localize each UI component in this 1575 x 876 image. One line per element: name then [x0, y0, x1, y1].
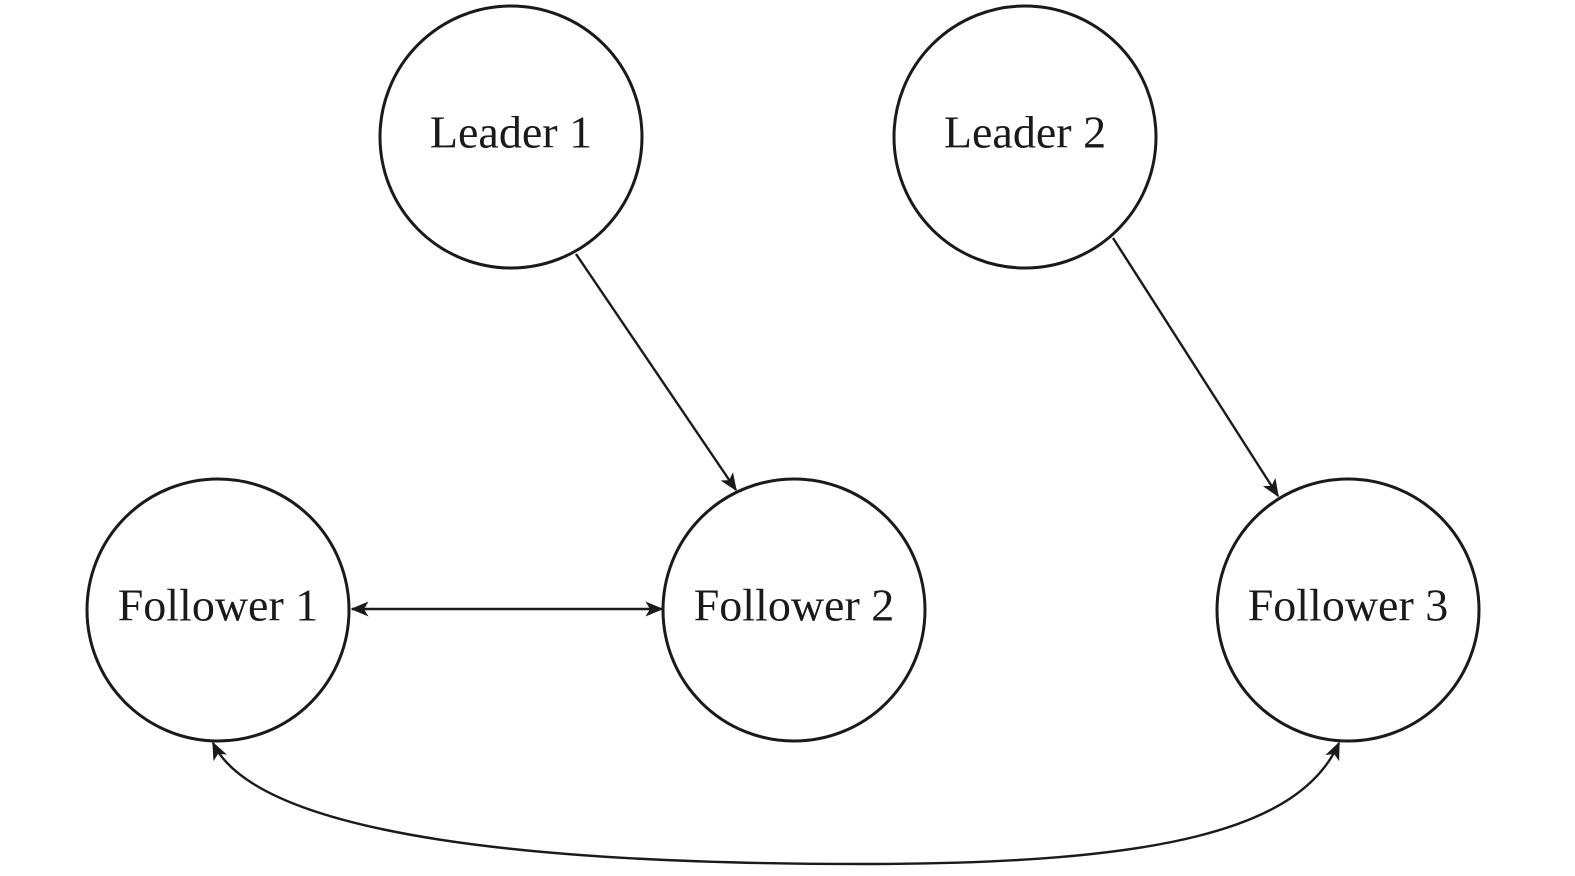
node-label: Leader 1 — [430, 107, 592, 158]
node-label: Leader 2 — [944, 107, 1106, 158]
node-leader-2: Leader 2 — [892, 4, 1158, 270]
node-follower-2: Follower 2 — [661, 477, 927, 743]
node-circle — [378, 4, 644, 270]
edge-leader-2-to-follower-3 — [1111, 237, 1280, 498]
edge-follower-1-follower-3 — [211, 741, 1341, 866]
node-follower-3: Follower 3 — [1215, 477, 1481, 743]
node-follower-1: Follower 1 — [85, 477, 351, 743]
node-leader-1: Leader 1 — [378, 4, 644, 270]
node-label: Follower 1 — [118, 580, 319, 631]
node-circle — [892, 4, 1158, 270]
edges — [211, 237, 1341, 866]
node-label: Follower 3 — [1248, 580, 1449, 631]
node-circle — [661, 477, 927, 743]
edge-leader-1-to-follower-2 — [575, 253, 737, 492]
node-circle — [1215, 477, 1481, 743]
node-label: Follower 2 — [694, 580, 895, 631]
node-circle — [85, 477, 351, 743]
